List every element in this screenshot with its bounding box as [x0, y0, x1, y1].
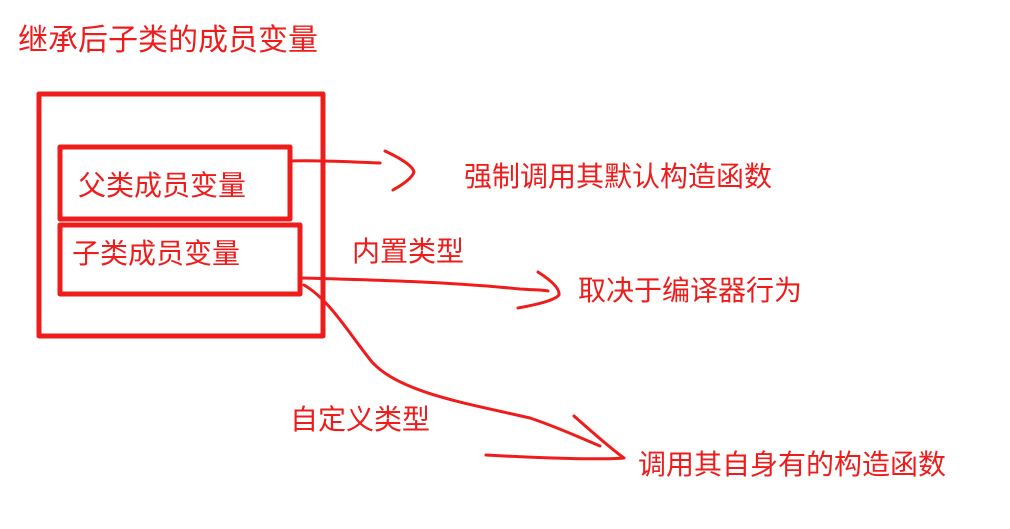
- custom-arrow-head: [484, 414, 626, 461]
- child-members-label: 子类成员变量: [72, 237, 241, 270]
- custom-type-label: 自定义类型: [290, 403, 431, 436]
- parent-members-label: 父类成员变量: [78, 169, 247, 202]
- diagram-title: 继承后子类的成员变量: [18, 23, 318, 58]
- subclass-object-box: [36, 91, 326, 339]
- builtin-arrow-head: [516, 270, 561, 310]
- custom-arrow-line: [302, 283, 602, 448]
- forced-default-ctor-label: 强制调用其默认构造函数: [464, 160, 773, 193]
- child-members-box: [57, 222, 303, 297]
- parent-members-box: [57, 144, 293, 222]
- compiler-dependent-label: 取决于编译器行为: [578, 274, 803, 307]
- builtin-type-label: 内置类型: [352, 235, 465, 268]
- parent-arrow-head: [383, 149, 416, 192]
- builtin-arrow-line: [299, 276, 550, 293]
- parent-arrow-line: [289, 159, 382, 165]
- own-ctor-label: 调用其自身有的构造函数: [638, 448, 947, 481]
